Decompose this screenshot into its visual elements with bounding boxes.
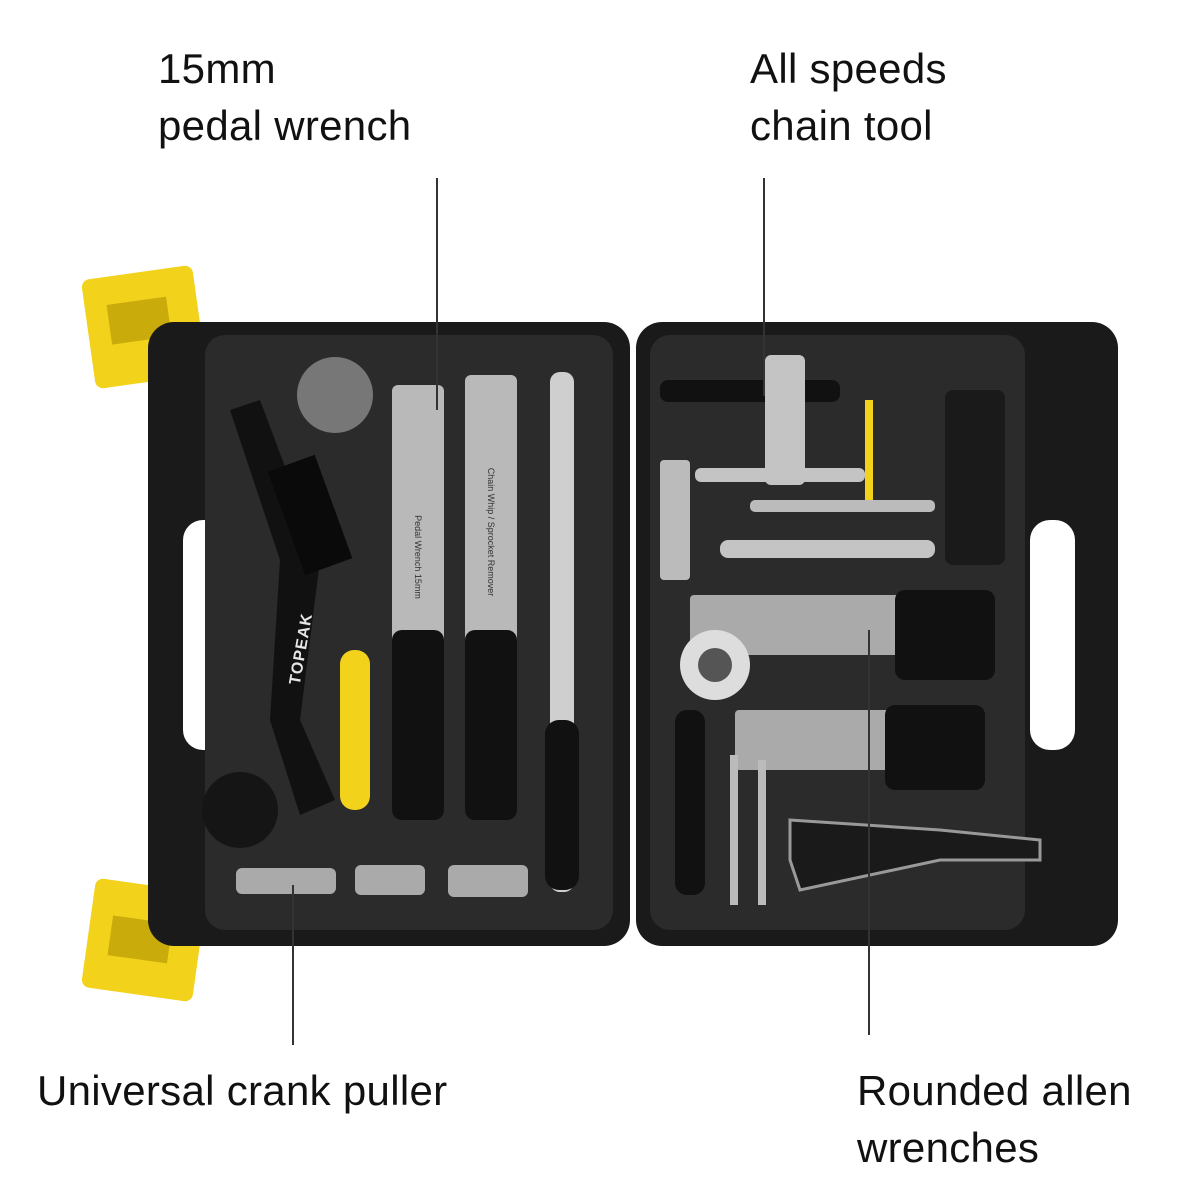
callout-chain-tool: All speeds chain tool — [750, 40, 947, 154]
leader-line-chain-tool — [763, 178, 765, 396]
lockring-tool — [297, 357, 373, 433]
cable-cutter — [788, 818, 1042, 892]
socket-2 — [448, 865, 528, 897]
pedal-wrench-engraving: Pedal Wrench 15mm — [413, 515, 423, 599]
callout-allen-wrenches-line2: wrenches — [857, 1124, 1040, 1171]
bottom-bracket-tool — [202, 772, 278, 848]
callout-chain-tool-line1: All speeds — [750, 45, 947, 92]
screwdriver-yellow — [340, 650, 370, 810]
t-wrench — [660, 460, 690, 580]
allen-wrench-set-2 — [735, 705, 985, 790]
leader-line-crank-puller — [292, 885, 294, 1045]
brush-tool — [230, 400, 335, 815]
brush-bristles — [267, 454, 353, 576]
screwdriver-black — [675, 710, 705, 895]
crank-puller — [236, 868, 336, 894]
socket-1 — [355, 865, 425, 895]
chain-tool — [660, 380, 840, 402]
allen-wrench-set-1 — [690, 590, 995, 680]
callout-pedal-wrench-line1: 15mm — [158, 45, 276, 92]
callout-crank-puller: Universal crank puller — [37, 1062, 447, 1119]
callout-pedal-wrench: 15mm pedal wrench — [158, 40, 411, 154]
leader-line-allen-wrenches — [868, 630, 870, 1035]
open-wrench — [720, 540, 935, 558]
callout-allen-wrenches: Rounded allen wrenches — [857, 1062, 1132, 1176]
callout-pedal-wrench-line2: pedal wrench — [158, 102, 412, 149]
hex-key-set — [945, 390, 1005, 565]
leader-line-pedal-wrench — [436, 178, 438, 410]
callout-allen-wrenches-line1: Rounded allen — [857, 1067, 1132, 1114]
callout-chain-tool-line2: chain tool — [750, 102, 933, 149]
chain-whip-engraving: Chain Whip / Sprocket Remover — [486, 467, 496, 597]
callout-crank-puller-line1: Universal crank puller — [37, 1067, 448, 1114]
